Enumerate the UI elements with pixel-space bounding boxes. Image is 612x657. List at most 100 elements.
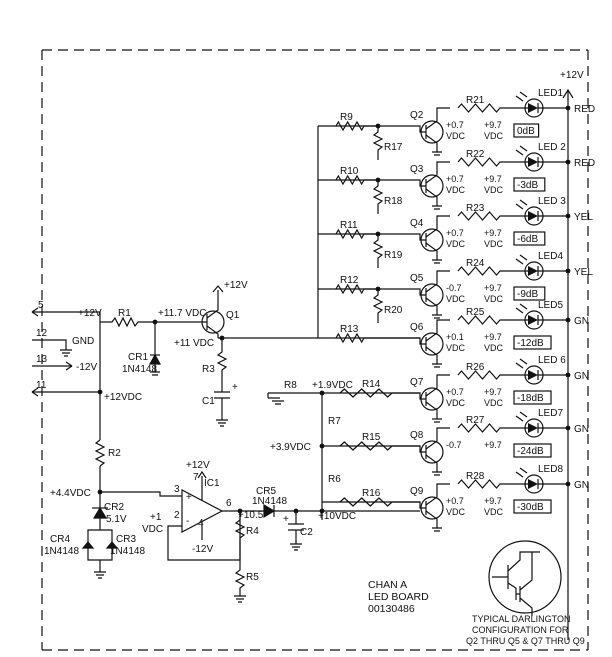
- driver-stages: R9R17Q2+0.7VDC+9.7VDCR21LED10dBREDR10R18…: [335, 88, 595, 532]
- stage-1-collector-resistor: [457, 103, 520, 113]
- upper-bus: [317, 125, 420, 339]
- q1-label: Q1: [226, 310, 240, 321]
- v-19vdc-label: +1.9VDC: [312, 380, 353, 391]
- stage-6-rc-label: R26: [466, 362, 485, 373]
- stage-3-pulldown-resistor: [372, 234, 384, 268]
- stage-8-vb-label: +0.7: [446, 496, 464, 506]
- stage-4-vb-label: -0.7: [446, 283, 462, 293]
- stage-6-color-label: GN: [574, 371, 589, 382]
- q1-transistor: [200, 285, 225, 338]
- r4-r5: [234, 511, 246, 603]
- board-name: LED BOARD: [368, 591, 429, 603]
- stage-3-led-label: LED 3: [538, 196, 566, 207]
- cr2-value: 5.1V: [106, 514, 127, 525]
- stage-5-vb-label: +0.1: [446, 332, 464, 342]
- stage-8-collector-resistor: [457, 479, 520, 489]
- node-10vdc: [319, 508, 325, 514]
- v-105-label: +10.5: [238, 510, 264, 521]
- node-39vdc: [319, 443, 325, 449]
- stage-2-color-label: RED: [574, 158, 595, 169]
- stage-4-vb-unit: VDC: [446, 294, 466, 304]
- stage-7-base-resistor: [339, 441, 393, 451]
- stage-4-collector-wire: [425, 270, 450, 293]
- stage-2-vc-unit: VDC: [484, 185, 504, 195]
- c1-polarity: +: [232, 382, 238, 393]
- board-outline: [41, 49, 589, 651]
- cr2-label: CR2: [104, 502, 124, 513]
- cr2-cr3-cr4: [81, 492, 119, 579]
- stage-7-led-wire: [520, 423, 568, 433]
- stage-8-q-label: Q9: [410, 486, 424, 497]
- v-11vdc-label: +11 VDC: [174, 338, 214, 349]
- stage-8-db-box: [513, 499, 552, 514]
- stage-3-db-label: -6dB: [517, 234, 538, 245]
- stage-3-vc-label: +9.7: [484, 228, 502, 238]
- stage-7-base-wire: [392, 445, 427, 459]
- stage-7-collector-wire: [425, 427, 450, 450]
- stage-8-collector-wire: [425, 483, 450, 506]
- stage-2-base-resistor: [335, 174, 365, 186]
- c2-polarity: +: [283, 514, 289, 525]
- stage-3-base-resistor: [335, 228, 365, 240]
- stage-5-color-label: GN: [574, 316, 589, 327]
- stage-8-led-label: LED8: [538, 464, 563, 475]
- stage-4-base-wire: [364, 288, 427, 302]
- stage-7-rb-label: R15: [362, 432, 381, 443]
- stage-2-rp-label: R18: [384, 196, 403, 207]
- cr1-part: 1N4148: [122, 364, 157, 375]
- stage-3-vc-unit: VDC: [484, 239, 504, 249]
- stage-3-rc-label: R23: [466, 203, 485, 214]
- stage-2-db-box: [513, 177, 546, 192]
- stage-4-vc-unit: VDC: [484, 294, 504, 304]
- stage-7-led-label: LED7: [538, 408, 563, 419]
- stage-5-db-label: -12dB: [517, 338, 544, 349]
- cr4-label: CR4: [50, 534, 70, 545]
- node-r1: [152, 319, 158, 325]
- inset-caption-3: Q2 THRU Q5 & Q7 THRU Q9: [466, 636, 585, 646]
- stage-2-rb-label: R10: [340, 166, 359, 177]
- stage-7-led-diode: [528, 423, 538, 433]
- stage-8-vb-unit: VDC: [446, 507, 466, 517]
- stage-2-collector-resistor: [457, 157, 520, 167]
- stage-1-q-label: Q2: [410, 110, 424, 121]
- stage-1-db-box: [513, 123, 540, 138]
- stage-5-vb-unit: VDC: [446, 343, 466, 353]
- stage-2-led-arrows: [515, 145, 528, 156]
- stage-6-db-box: [513, 390, 552, 405]
- stage-1-rb-label: R9: [340, 112, 353, 123]
- stage-8-base-resistor: [339, 497, 393, 507]
- ic1-label: IC1: [204, 478, 220, 489]
- stage-6-q-label: Q7: [410, 377, 424, 388]
- board-channel: CHAN A: [368, 579, 407, 591]
- stage-4-rc-label: R24: [466, 258, 485, 269]
- stage-1-base-wire: [364, 125, 427, 139]
- stage-3-collector-wire: [425, 215, 450, 238]
- stage-1-base-resistor: [335, 120, 365, 132]
- stage-5-vc-label: +9.7: [484, 332, 502, 342]
- node-19vdc: [319, 390, 325, 396]
- stage-3-vb-label: +0.7: [446, 228, 464, 238]
- stage-5-base-wire: [364, 337, 427, 351]
- stage-8-rb-label: R16: [362, 488, 381, 499]
- stage-5-led-arrows: [515, 303, 528, 314]
- stage-5-collector-resistor: [457, 315, 520, 325]
- stage-3-led-diode: [528, 211, 538, 221]
- v-44vdc-label: +4.4VDC: [50, 488, 91, 499]
- stage-1-emitter-wire: [425, 134, 442, 156]
- stage-1-pulldown-resistor: [372, 126, 384, 160]
- stage-3-collector-resistor: [457, 211, 520, 221]
- stage-6-base-wire: [392, 392, 427, 406]
- stage-8-vc-label: +9.7: [484, 496, 502, 506]
- stage-1-rc-label: R21: [466, 95, 485, 106]
- stage-8-led-diode: [528, 479, 538, 489]
- board-part: 00130486: [368, 603, 415, 615]
- pin-13-voltage: -12V: [76, 362, 97, 373]
- c1-label: C1: [202, 396, 215, 407]
- q1-emitter-wires: [214, 337, 318, 427]
- stage-3-led-arrows: [515, 199, 528, 210]
- stage-8-vc-unit: VDC: [484, 507, 504, 517]
- cr3-part: 1N4148: [110, 546, 145, 557]
- stage-2-q-label: Q3: [410, 164, 424, 175]
- stage-2-vb-unit: VDC: [446, 185, 466, 195]
